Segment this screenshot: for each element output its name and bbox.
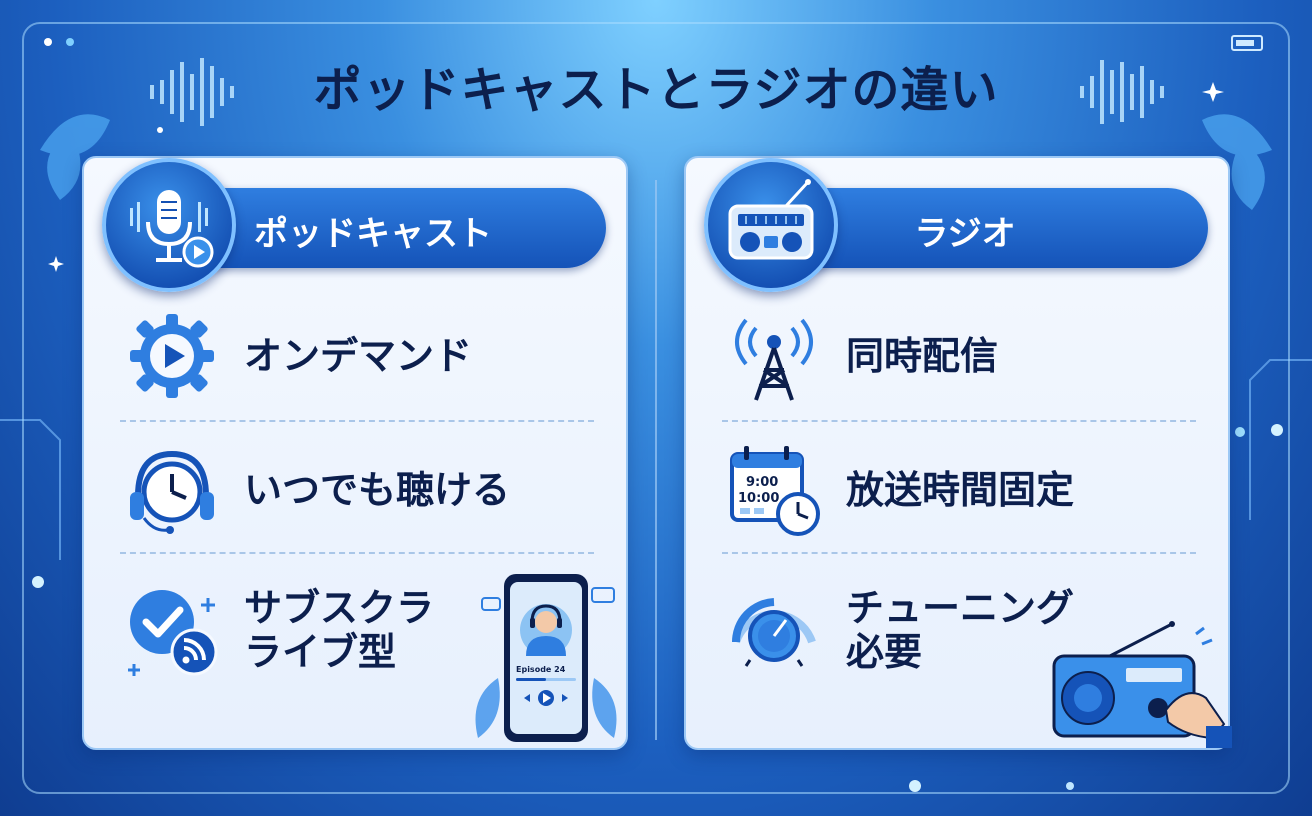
divider [722, 552, 1196, 554]
podcast-item-label: オンデマンド [244, 334, 473, 378]
radio-icon [704, 158, 838, 292]
radio-item-simultaneous: 同時配信 [726, 308, 1196, 418]
smartphone-illustration: Episode 24 [475, 574, 617, 742]
label-line-2: ライブ型 [244, 630, 397, 674]
radio-panel: ラジオ 同時配信 [684, 156, 1232, 750]
podcast-item-subscription: サブスクラ ライブ型 [124, 582, 594, 692]
label-line-1: サブスクラ [244, 586, 435, 630]
gear-play-icon [130, 314, 214, 398]
microphone-play-icon [102, 158, 236, 292]
label-line-1: チューニング [846, 586, 1075, 630]
calendar-clock-icon: 9:00 10:00 [730, 446, 820, 536]
podcast-item-anytime: いつでも聴ける [124, 442, 594, 552]
label-line-2: 必要 [846, 630, 923, 674]
clock-headphones-icon [130, 450, 214, 534]
episode-label: Episode 24 [516, 665, 566, 674]
tuning-dial-icon [731, 598, 816, 667]
divider [722, 420, 1196, 422]
check-rss-icon [128, 590, 218, 676]
page-title: ポッドキャストとラジオの違い [313, 62, 999, 118]
outer-frame [22, 22, 1290, 794]
podcast-item-on-demand: オンデマンド [124, 308, 594, 418]
podcast-item-label: いつでも聴ける [244, 468, 511, 512]
podcast-item-label: サブスクラ ライブ型 [244, 586, 434, 674]
radio-item-label: 放送時間固定 [846, 468, 1075, 512]
radio-heading: ラジオ [914, 214, 1016, 254]
divider [120, 552, 594, 554]
divider [120, 420, 594, 422]
radio-item-tuning: チューニング 必要 [726, 582, 1196, 692]
radio-hand-illustration [1052, 621, 1232, 748]
time-label-2: 10:00 [738, 491, 779, 506]
podcast-heading: ポッドキャスト [254, 214, 492, 254]
podcast-panel: ポッドキャスト オンデマンド [82, 156, 628, 750]
time-label-1: 9:00 [746, 475, 778, 490]
radio-item-fixed-time: 9:00 10:00 放送時間固定 [726, 442, 1196, 552]
broadcast-tower-icon [735, 318, 813, 401]
radio-item-label: チューニング 必要 [846, 586, 1074, 674]
radio-item-label: 同時配信 [846, 334, 999, 378]
